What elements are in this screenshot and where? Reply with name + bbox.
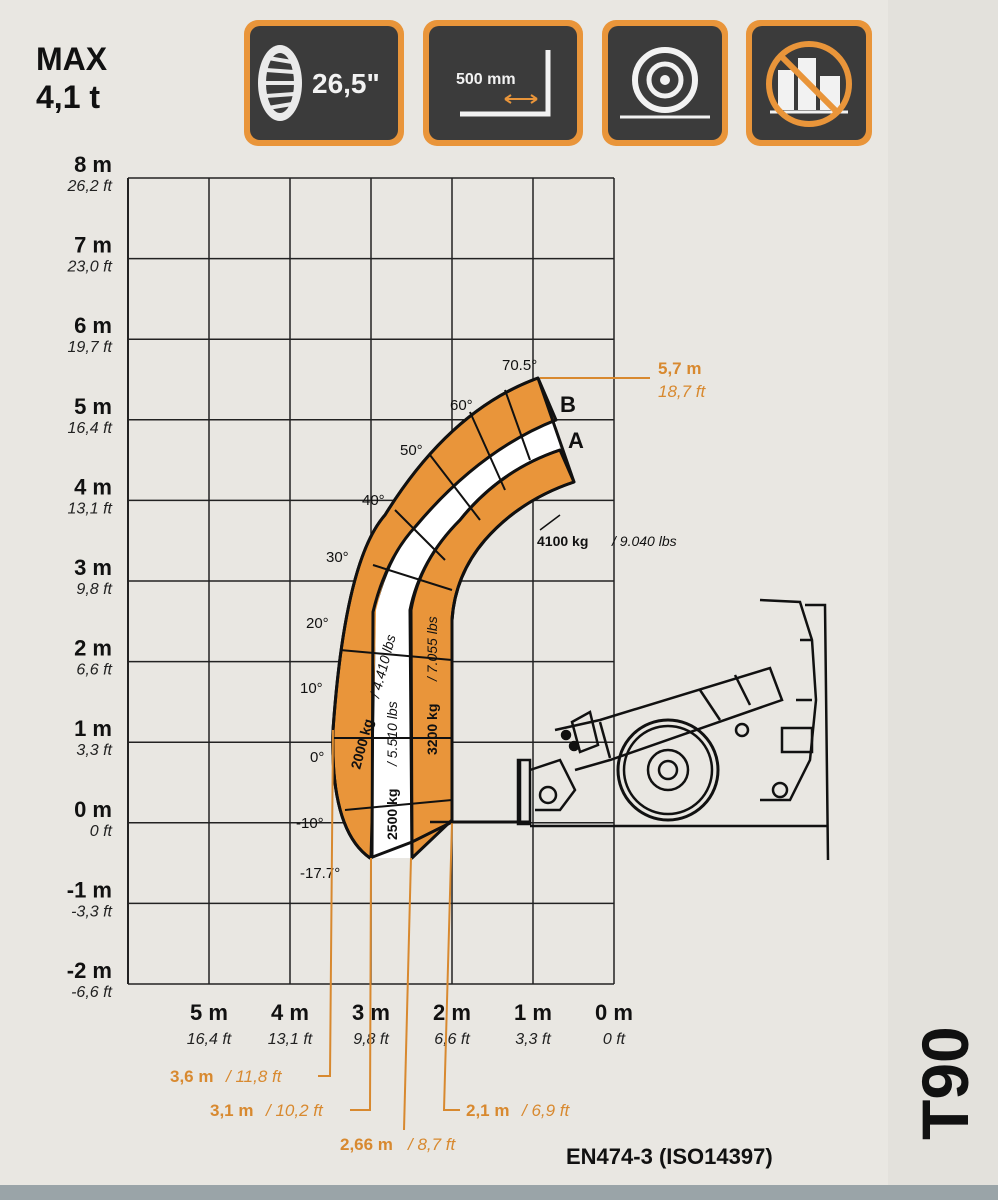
boom-angles: 70.5° 60° 50° 40° 30° 20° 10° 0° -10° -17.7°	[296, 357, 537, 882]
height-tick-m: 5 m	[74, 394, 112, 419]
reach-tick-ft: 16,4 ft	[187, 1031, 232, 1048]
boom-angle-label: 20°	[306, 615, 329, 632]
height-tick-ft: 9,8 ft	[76, 581, 112, 598]
height-tick-ft: 3,3 ft	[76, 742, 112, 759]
max-value: 4,1 t	[36, 79, 100, 115]
reach-tick-m: 5 m	[190, 1000, 228, 1025]
model-label: T90	[908, 1026, 982, 1140]
reach-axis: 5 m16,4 ft4 m13,1 ft3 m9,8 ft2 m6,6 ft1 …	[187, 1000, 633, 1048]
zone-a-label: A	[568, 428, 584, 453]
height-tick-ft: -6,6 ft	[71, 984, 112, 1001]
max-height-callout: 5,7 m 18,7 ft	[540, 359, 707, 401]
height-tick-m: 6 m	[74, 313, 112, 338]
load-3200-kg: 3200 kg	[424, 704, 440, 755]
reach-3-6-ft: / 11,8 ft	[225, 1067, 283, 1086]
boom-angle-label: 0°	[310, 749, 324, 766]
height-tick-ft: 26,2 ft	[67, 178, 113, 195]
tyre-icon	[258, 45, 302, 121]
reach-callout-3-6: 3,6 m / 11,8 ft	[170, 1067, 283, 1086]
tyre-size-badge: 26,5"	[244, 20, 404, 146]
reach-tick-ft: 0 ft	[603, 1031, 626, 1048]
load-label-2500: 2500 kg / 5.510 lbs	[384, 701, 400, 840]
no-outriggers-badge	[746, 20, 872, 146]
reach-3-1-ft: / 10,2 ft	[265, 1101, 324, 1120]
telehandler-illustration	[430, 598, 830, 861]
chart-grid	[127, 177, 615, 985]
height-tick-ft: 13,1 ft	[68, 500, 113, 517]
boom-angle-label: 10°	[300, 680, 323, 697]
zone-gap	[372, 420, 560, 858]
height-tick-m: 7 m	[74, 233, 112, 258]
reach-3-1-m: 3,1 m	[210, 1101, 253, 1120]
reach-callout-3-1: 3,1 m / 10,2 ft	[210, 1101, 324, 1120]
height-tick-ft: -3,3 ft	[71, 903, 112, 920]
boom-angle-label: 70.5°	[502, 357, 537, 374]
reach-2-1-ft: / 6,9 ft	[521, 1101, 571, 1120]
height-tick-m: 1 m	[74, 716, 112, 741]
boom-angle-label: 60°	[450, 397, 473, 414]
reach-tick-ft: 3,3 ft	[515, 1031, 551, 1048]
reach-tick-ft: 6,6 ft	[434, 1031, 470, 1048]
reach-3-6-m: 3,6 m	[170, 1067, 213, 1086]
reach-tick-ft: 13,1 ft	[268, 1031, 313, 1048]
height-tick-m: 2 m	[74, 636, 112, 661]
reach-tick-m: 0 m	[595, 1000, 633, 1025]
reach-tick-m: 4 m	[271, 1000, 309, 1025]
tyre-size-value: 26,5"	[312, 68, 380, 99]
load-label-4100: 4100 kg / 9.040 lbs	[537, 514, 677, 549]
fork-length-badge: 500 mm	[423, 20, 583, 146]
stabilizer-badge	[602, 20, 728, 146]
no-outriggers-icon	[766, 41, 852, 127]
reach-callout-lines	[318, 729, 460, 1131]
max-height-ft: 18,7 ft	[658, 382, 707, 401]
reach-callout-2-66: 2,66 m / 8,7 ft	[340, 1135, 457, 1154]
boom-angle-label: 40°	[362, 492, 385, 509]
bottom-shadow	[0, 1185, 998, 1200]
height-tick-ft: 23,0 ft	[67, 259, 113, 276]
boom-angle-label: 50°	[400, 442, 423, 459]
height-tick-m: 4 m	[74, 474, 112, 499]
height-tick-m: -2 m	[67, 958, 112, 983]
boom-angle-label: 30°	[326, 549, 349, 566]
paper-edge	[888, 0, 998, 1200]
boom-angle-label: -17.7°	[300, 865, 340, 882]
reach-2-1-m: 2,1 m	[466, 1101, 509, 1120]
height-tick-ft: 6,6 ft	[76, 662, 112, 679]
height-axis: 8 m26,2 ft 7 m23,0 ft 6 m19,7 ft 5 m16,4 ft…	[67, 152, 113, 1001]
load-4100-lbs: / 9.040 lbs	[611, 533, 677, 549]
load-2500-kg: 2500 kg	[384, 789, 400, 840]
height-tick-m: 3 m	[74, 555, 112, 580]
height-tick-m: -1 m	[67, 877, 112, 902]
zone-b-label: B	[560, 392, 576, 417]
height-tick-ft: 16,4 ft	[68, 420, 113, 437]
reach-tick-m: 1 m	[514, 1000, 552, 1025]
reach-2-66-m: 2,66 m	[340, 1135, 393, 1154]
height-tick-ft: 19,7 ft	[68, 339, 113, 356]
fork-icon	[460, 50, 551, 117]
boom-angle-label: -10°	[296, 815, 324, 832]
reach-tick-m: 2 m	[433, 1000, 471, 1025]
height-tick-ft: 0 ft	[90, 823, 113, 840]
load-4100-kg: 4100 kg	[537, 533, 588, 549]
reach-callout-2-1: 2,1 m / 6,9 ft	[466, 1101, 571, 1120]
fork-length-value: 500 mm	[456, 71, 516, 88]
load-3200-lbs: / 7.055 lbs	[424, 616, 440, 682]
standard-label: EN474-3 (ISO14397)	[566, 1144, 773, 1169]
load-2500-lbs: / 5.510 lbs	[384, 701, 400, 767]
reach-2-66-ft: / 8,7 ft	[407, 1135, 457, 1154]
load-label-3200: 3200 kg / 7.055 lbs	[424, 616, 440, 755]
ground-circle-icon	[620, 47, 710, 119]
max-height-m: 5,7 m	[658, 359, 701, 378]
max-label: MAX	[36, 41, 108, 77]
height-tick-m: 0 m	[74, 797, 112, 822]
height-tick-m: 8 m	[74, 152, 112, 177]
